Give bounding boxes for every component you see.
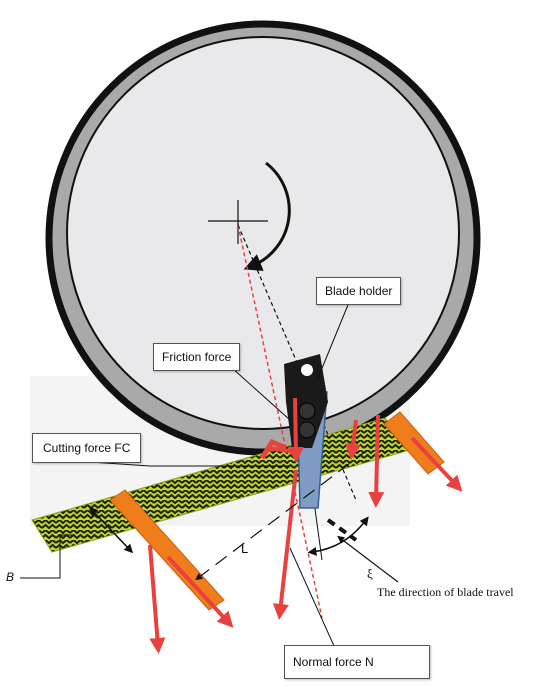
cutting-force-arrow bbox=[267, 446, 297, 454]
length-dimension-line bbox=[195, 447, 371, 581]
left-bar-diagonal-arrow bbox=[166, 555, 234, 628]
blade-travel-label: The direction of blade travel bbox=[377, 585, 514, 599]
friction-force-callout bbox=[231, 367, 291, 421]
normal-force-label: Normal force N bbox=[284, 645, 430, 679]
angle-label: ξ bbox=[367, 566, 373, 581]
blade-holder-label: Blade holder bbox=[316, 277, 402, 305]
friction-force-arrow bbox=[287, 397, 304, 463]
rotation-arrow bbox=[243, 161, 291, 271]
right-bar-force-arrow bbox=[410, 436, 463, 492]
wheel-face bbox=[66, 36, 460, 430]
left-bar-force-arrow bbox=[148, 544, 166, 654]
red-center-line bbox=[237, 224, 323, 619]
cutting-force-arrow-head bbox=[259, 438, 287, 460]
blade-holder-callout bbox=[316, 299, 351, 381]
normal-force-callout bbox=[289, 547, 335, 647]
blade-travel-callout bbox=[337, 535, 399, 583]
normal-force-arrow-2 bbox=[345, 419, 361, 460]
normal-force-arrow bbox=[272, 469, 298, 620]
friction-force-label: Friction force bbox=[153, 343, 241, 371]
length-label: L bbox=[241, 541, 249, 556]
holder-bolt-top bbox=[298, 402, 316, 420]
b-label: B bbox=[6, 570, 15, 584]
right-top-force-arrow bbox=[368, 414, 385, 508]
holder-white-hole bbox=[301, 364, 313, 376]
holder-bolt-bottom bbox=[298, 421, 316, 439]
width-dimension-arrow bbox=[88, 506, 134, 554]
b-bracket bbox=[20, 534, 74, 579]
cutting-force-label: Cutting force FC bbox=[32, 433, 142, 463]
cutting-force-callout bbox=[89, 461, 292, 467]
